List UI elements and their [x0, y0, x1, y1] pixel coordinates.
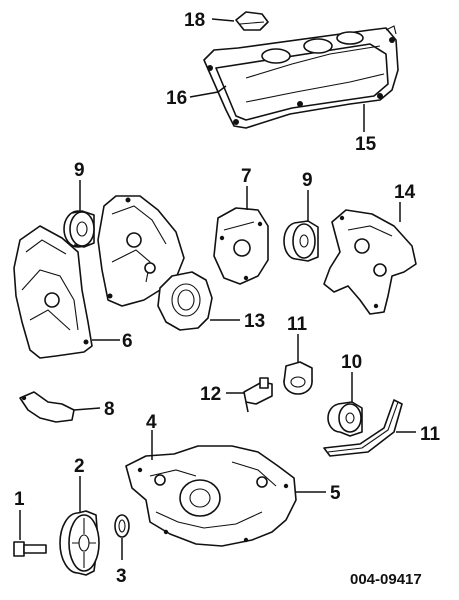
- valve-cover: [203, 25, 399, 129]
- crankshaft-bolt: [13, 541, 47, 557]
- oil-filler-cap: [235, 11, 269, 31]
- tensioner-bracket: [323, 209, 417, 315]
- callout-9-left: 9: [74, 160, 85, 181]
- sensor: [243, 377, 273, 413]
- timing-belt: [323, 399, 403, 457]
- callout-1: 1: [14, 489, 25, 510]
- front-housing: [125, 445, 297, 547]
- idler-pulley-left: [63, 210, 95, 248]
- callout-14: 13: [244, 311, 265, 332]
- callout-11: 11: [420, 424, 441, 445]
- callout-12: 11: [287, 314, 308, 335]
- leader-lines: [19, 18, 416, 560]
- callout-17: 16: [166, 88, 187, 109]
- pulley: [327, 401, 363, 437]
- front-timing-cover-outer: [13, 225, 93, 359]
- callout-labels: 18 16 15 9 7 9 14 6 13 11 10 12 8 11 4 5…: [14, 10, 441, 588]
- callout-9-right: 9: [302, 170, 313, 191]
- crankshaft-damper: [59, 510, 100, 576]
- figure-code: 004-09417: [350, 571, 422, 588]
- small-bracket: [19, 391, 75, 423]
- callout-18: 18: [184, 10, 205, 31]
- front-cover-plate: [213, 207, 269, 285]
- callout-8: 8: [104, 399, 115, 420]
- callout-13: 12: [200, 384, 221, 405]
- timing-cover-seal-plate: [157, 271, 213, 331]
- callout-10: 10: [341, 352, 362, 373]
- callout-5: 5: [330, 483, 341, 504]
- callout-6: 6: [122, 331, 133, 352]
- idler-pulley-right: [283, 220, 319, 262]
- callout-4: 4: [146, 412, 157, 433]
- crankshaft-seal: [114, 514, 130, 538]
- callout-7: 7: [241, 166, 252, 187]
- tensioner-pulley: [283, 361, 313, 395]
- callout-2: 2: [74, 456, 85, 477]
- callout-16: 15: [355, 134, 377, 155]
- callout-15: 14: [394, 182, 416, 203]
- callout-3: 3: [116, 566, 127, 587]
- rear-timing-cover: [97, 195, 185, 307]
